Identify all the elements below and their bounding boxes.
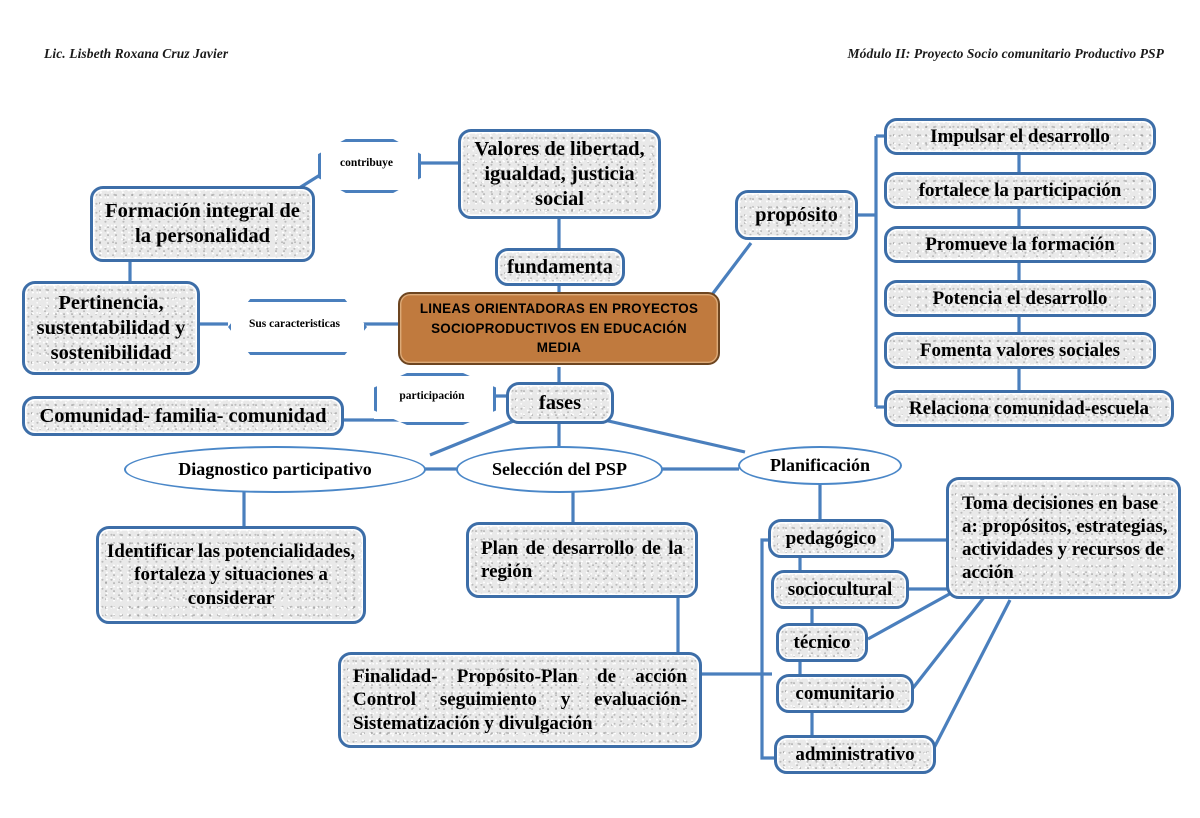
node-fases[interactable]: fases (506, 382, 614, 424)
proposito-item-2[interactable]: Promueve la formación (884, 226, 1156, 263)
planificacion-item-0[interactable]: pedagógico (768, 519, 894, 558)
node-identificar[interactable]: Identificar las potencialidades, fortale… (96, 526, 366, 624)
node-fundamenta[interactable]: fundamenta (495, 248, 625, 286)
link-fases-planificacion (603, 418, 746, 454)
fases-ellipse-2[interactable]: Planificación (738, 446, 902, 485)
link-label-caracteristicas: Sus caracteristicas (228, 299, 367, 355)
link-administrativo-toma (932, 599, 1012, 749)
fases-ellipse-1[interactable]: Selección del PSP (456, 446, 663, 493)
header-author: Lic. Lisbeth Roxana Cruz Javier (44, 46, 229, 61)
link-fases-diagnostico (429, 418, 517, 457)
link-label-contribuye: contribuye (318, 139, 421, 193)
node-comunidad-familia[interactable]: Comunidad- familia- comunidad (22, 396, 344, 436)
link-comunitario-toma (911, 595, 987, 689)
planificacion-item-2[interactable]: técnico (776, 623, 868, 662)
node-finalidad[interactable]: Finalidad- Propósito-Plan de acción Cont… (338, 652, 702, 748)
proposito-item-5[interactable]: Relaciona comunidad-escuela (884, 390, 1174, 427)
proposito-item-4[interactable]: Fomenta valores sociales (884, 332, 1156, 369)
octagon-shape (228, 299, 367, 355)
proposito-item-3[interactable]: Potencia el desarrollo (884, 280, 1156, 317)
node-central-lineas-orientadoras[interactable]: LINEAS ORIENTADORAS EN PROYECTOS SOCIOPR… (398, 292, 720, 365)
link-tecnico-toma (867, 590, 954, 641)
node-pertinencia[interactable]: Pertinencia, sustentabilidad y sostenibi… (22, 281, 200, 375)
fases-ellipse-0[interactable]: Diagnostico participativo (124, 446, 426, 493)
proposito-item-1[interactable]: fortalece la participación (884, 172, 1156, 209)
node-proposito[interactable]: propósito (735, 190, 858, 240)
link-label-participacion: participación (374, 373, 496, 425)
node-valores[interactable]: Valores de libertad, igualdad, justicia … (458, 129, 661, 219)
octagon-shape (318, 139, 421, 193)
node-formacion-integral[interactable]: Formación integral de la personalidad (90, 186, 315, 262)
planificacion-item-3[interactable]: comunitario (776, 674, 914, 713)
link-centro-proposito (709, 242, 753, 297)
octagon-shape (374, 373, 496, 425)
planificacion-item-1[interactable]: sociocultural (771, 570, 909, 609)
node-plan-region[interactable]: Plan de desarrollo de la región (466, 522, 698, 598)
header-module: Módulo II: Proyecto Socio comunitario Pr… (847, 46, 1164, 61)
proposito-item-0[interactable]: Impulsar el desarrollo (884, 118, 1156, 155)
node-toma-decisiones[interactable]: Toma decisiones en base a: propósitos, e… (946, 477, 1181, 599)
planificacion-left-spine (760, 538, 776, 760)
planificacion-item-4[interactable]: administrativo (774, 735, 936, 774)
